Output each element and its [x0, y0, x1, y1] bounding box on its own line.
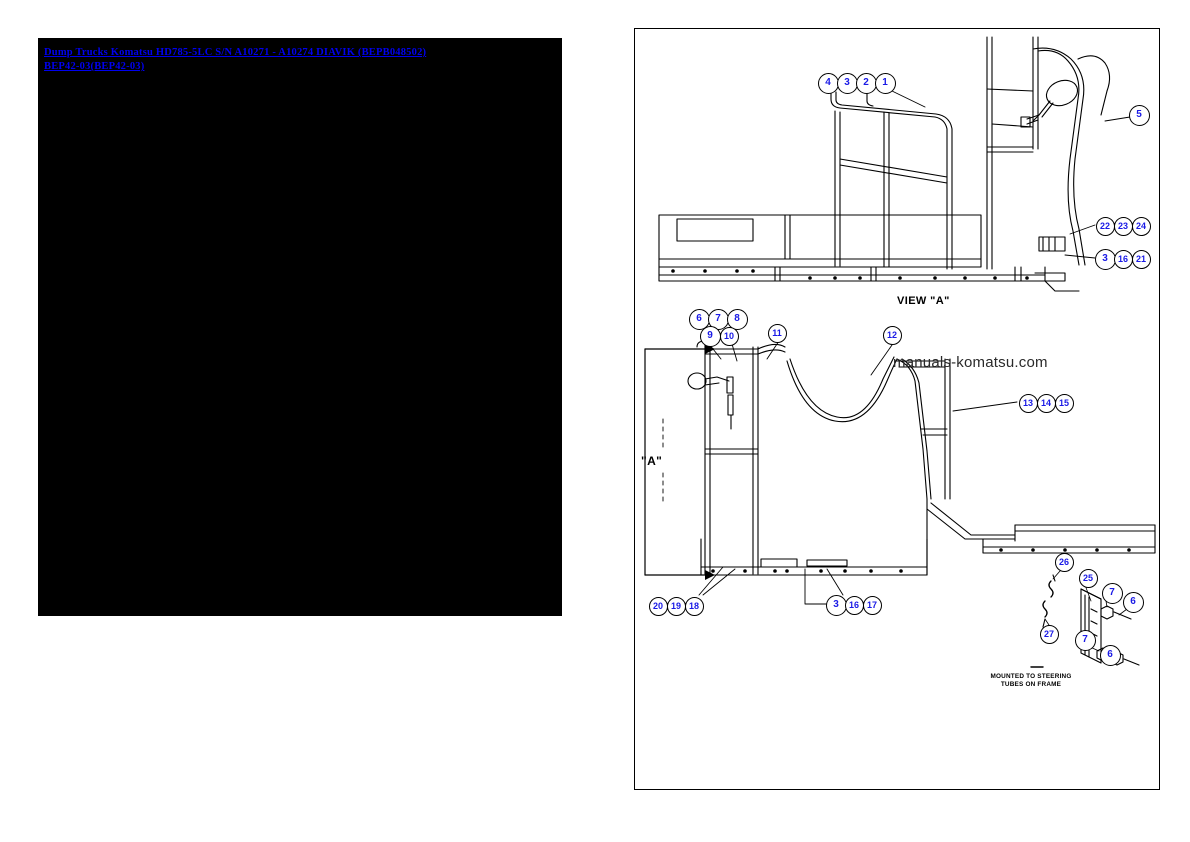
callout-balloon-3[interactable]: 3: [836, 72, 858, 94]
callout-balloon-4[interactable]: 4: [817, 72, 839, 94]
title-line-2: BEP42-03(BEP42-03): [44, 61, 145, 72]
callout-balloon-6[interactable]: 6: [1122, 591, 1144, 613]
callout-balloon-8[interactable]: 8: [726, 308, 748, 330]
parts-drawing-frame: manuals-komatsu.com VIEW "A" "A" MOUNTED…: [634, 28, 1160, 790]
parts-drawing-illustration: [644, 36, 1156, 668]
callout-balloon-20[interactable]: 20: [648, 596, 668, 616]
callout-balloon-9[interactable]: 9: [699, 325, 721, 347]
callout-balloon-16[interactable]: 16: [1113, 249, 1133, 269]
callout-balloon-12[interactable]: 12: [882, 325, 902, 345]
callout-balloon-26[interactable]: 26: [1054, 552, 1074, 572]
callout-balloon-3[interactable]: 3: [825, 594, 847, 616]
title-line-1: Dump Trucks Komatsu HD785-5LC S/N A10271…: [44, 47, 427, 58]
callout-balloon-17[interactable]: 17: [862, 595, 882, 615]
callout-balloon-15[interactable]: 15: [1054, 393, 1074, 413]
mounting-note-line-1: MOUNTED TO STEERING: [990, 673, 1072, 680]
callout-balloon-5[interactable]: 5: [1128, 104, 1150, 126]
callout-balloon-24[interactable]: 24: [1131, 216, 1151, 236]
callout-balloon-21[interactable]: 21: [1131, 249, 1151, 269]
callout-balloon-6[interactable]: 6: [1099, 644, 1121, 666]
watermark-text: manuals-komatsu.com: [893, 354, 1048, 371]
callout-balloon-13[interactable]: 13: [1018, 393, 1038, 413]
callout-balloon-14[interactable]: 14: [1036, 393, 1056, 413]
callout-balloon-3[interactable]: 3: [1094, 248, 1116, 270]
callout-balloon-7[interactable]: 7: [1074, 629, 1096, 651]
parts-catalog-title-link[interactable]: Dump Trucks Komatsu HD785-5LC S/N A10271…: [44, 46, 464, 74]
mounting-note: MOUNTED TO STEERING TUBES ON FRAME: [990, 673, 1071, 689]
callout-balloon-1[interactable]: 1: [874, 72, 896, 94]
callout-balloon-2[interactable]: 2: [855, 72, 877, 94]
callout-balloon-10[interactable]: 10: [719, 326, 739, 346]
page-preview-thumbnail: [38, 38, 562, 616]
callout-balloon-7[interactable]: 7: [1101, 582, 1123, 604]
mounting-note-line-2: TUBES ON FRAME: [1000, 681, 1062, 688]
view-a-label: VIEW "A": [897, 295, 950, 307]
callout-balloon-23[interactable]: 23: [1113, 216, 1133, 236]
callout-balloon-22[interactable]: 22: [1095, 216, 1115, 236]
callout-balloon-18[interactable]: 18: [684, 596, 704, 616]
section-a-label: "A": [641, 454, 663, 468]
callout-balloon-19[interactable]: 19: [666, 596, 686, 616]
callout-balloon-11[interactable]: 11: [767, 323, 787, 343]
callout-balloon-27[interactable]: 27: [1039, 624, 1059, 644]
callout-balloon-25[interactable]: 25: [1078, 568, 1098, 588]
callout-balloon-16[interactable]: 16: [844, 595, 864, 615]
